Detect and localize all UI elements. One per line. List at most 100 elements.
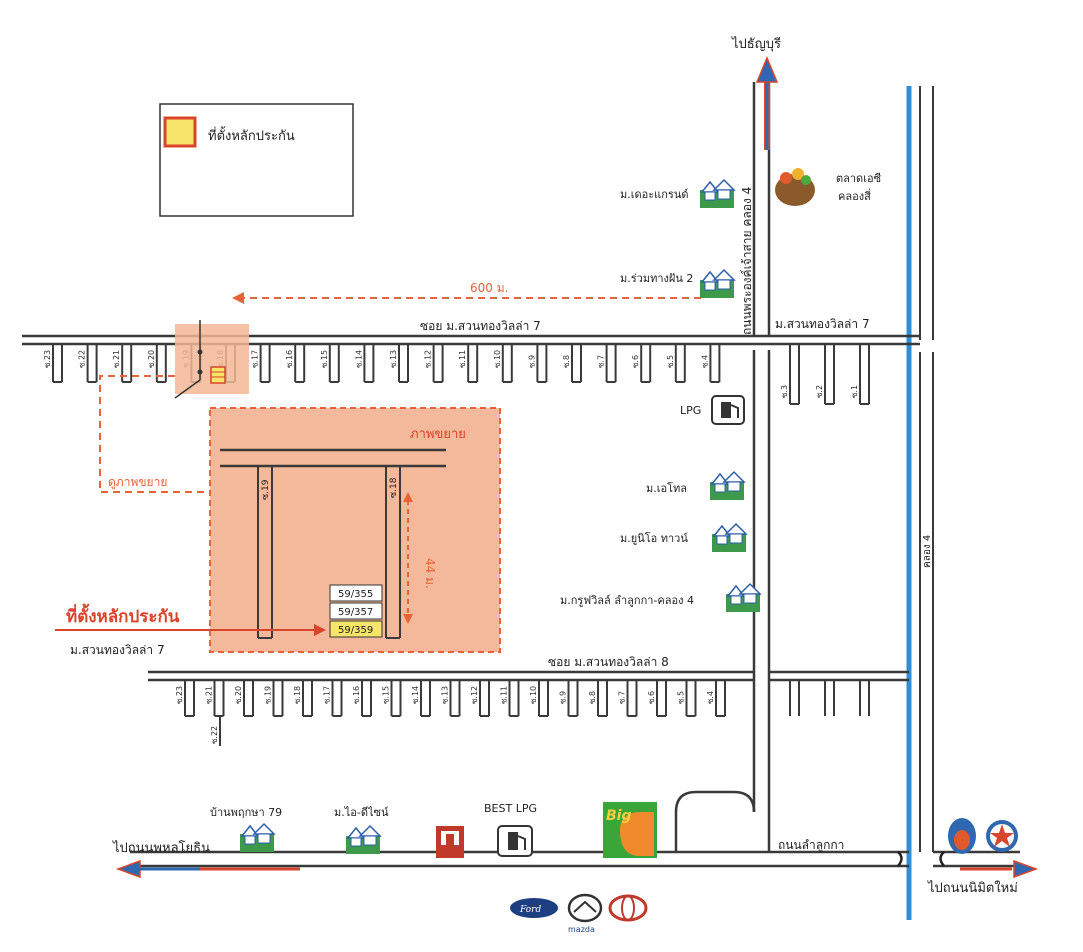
house-plot [329,602,383,620]
soi-lane: ซ.19 [264,680,284,717]
big-c-text: Big [606,808,632,824]
soi-lane: ซ.15 [320,344,340,383]
ptt-logo-icon [948,818,976,854]
soi-lane-label: ซ.18 [293,686,302,704]
landmark-ruam-thang: ม.ร่วมทางฝัน 2 [620,272,693,285]
brand-mazda: mazda [568,925,595,934]
house-icon-ban-pruksa [239,823,275,853]
soi-lane: ซ.22 [78,344,98,383]
house-icon-unio [711,523,747,553]
zoom-title: ภาพขยาย [410,427,466,442]
zoom-soi-right: ซ.18 [389,477,399,498]
ford-logo-icon [510,898,558,918]
house-icon-krupwill [725,583,761,613]
landmark-market-line2: คลองสี่ [838,188,871,203]
landmark-best-lpg: BEST LPG [484,802,537,815]
soi-lane: ซ.22 [210,716,221,746]
soi-lane: ซ.12 [424,344,444,383]
soi-lane: ซ.8 [562,344,582,383]
soi-lane-label: ซ.23 [175,686,184,704]
soi-lane: ซ.5 [666,344,686,383]
best-lpg-pump-icon [497,825,533,857]
house-plot [329,620,383,638]
soi-lane-label: ซ.14 [354,350,363,368]
soi-lane-label: ซ.19 [264,686,273,704]
soi-lane-label: ซ.1 [850,385,859,398]
soi-lane: ซ.21 [205,680,225,717]
soi-lane-label: ซ.22 [78,350,87,368]
west-arrow-icon [115,859,300,879]
soi-lane-label: ซ.20 [234,686,243,704]
soi-lane-label: ซ.7 [618,691,627,704]
landmark-unio: ม.ยูนิโอ ทาวน์ [620,531,688,545]
zoom-soi-left: ซ.19 [261,479,271,500]
mazda-logo-icon [567,893,603,923]
soi-lane-label: ซ.9 [527,355,536,368]
soi-8-road: ซอย ม.สวนทองวิลล่า 8 [148,655,909,682]
landmark-eden: ม.เอโทล [646,481,687,495]
zoom-link[interactable]: ดูภาพขยาย [108,475,167,490]
soi-lane: ซ.10 [529,680,549,717]
house-icon-ruam-thang [699,269,735,299]
direction-north: ไปธัญบุรี [731,36,781,52]
soi-lane-label: ซ.10 [529,686,538,704]
esso-star-icon [986,820,1018,852]
house-number: 59/359 [338,625,373,636]
north-arrow-icon [755,56,779,150]
soi-8-label: ซอย ม.สวนทองวิลล่า 8 [548,655,669,669]
soi-lane: ซ.13 [389,344,409,383]
soi-lane-label: ซ.5 [666,355,675,368]
house-icon-idesign [345,825,381,855]
soi-lane: ซ.9 [527,344,548,383]
north-road-label: ถนนพระองค์เจ้าสาย คลอง 4 [740,187,754,335]
soi-lane: ซ.17 [323,680,343,717]
soi-lane-label: ซ.23 [43,350,52,368]
soi-lane-label: ซ.12 [424,350,433,368]
soi-lane-label: ซ.15 [382,686,391,704]
direction-east: ไปถนนนิมิตใหม่ [927,880,1018,896]
soi-lane: ซ.9 [559,680,579,717]
toyota-logo-icon [608,894,648,922]
soi-7-label: ซอย ม.สวนทองวิลล่า 7 [420,319,541,333]
subject-arrow: ที่ตั้งหลักประกัน ม.สวนทองวิลล่า 7 [55,603,326,657]
house-icon-the-grand [699,179,735,209]
legend-label: ที่ตั้งหลักประกัน [208,126,295,144]
soi-lane-label: ซ.7 [597,355,606,368]
landmark-ban-pruksa: บ้านพฤกษา 79 [210,806,282,819]
soi-row-2-east [789,680,870,716]
soi-lane: ซ.20 [234,680,254,717]
house-number: 59/355 [338,589,373,600]
subject-area [174,320,249,399]
soi-lane: ซ.23 [43,344,63,383]
soi-lane-label: ซ.10 [493,350,502,368]
soi-lane-label: ซ.4 [700,355,709,368]
soi-lane: ซ.5 [677,680,697,717]
soi-lane-label: ซ.8 [588,691,597,704]
soi-lane-label: ซ.17 [323,686,332,704]
soi-lane: ซ.4 [706,680,726,717]
soi-lane: ซ.23 [175,680,195,717]
soi-lane: ซ.14 [354,344,375,383]
main-road-label: ถนนลำลูกกา [778,838,844,853]
soi-lane: ซ.1 [850,344,870,405]
soi-lane: ซ.15 [382,680,402,717]
legend: ที่ตั้งหลักประกัน [159,103,354,217]
soi-lane: ซ.16 [285,344,306,383]
soi-lane: ซ.17 [251,344,271,383]
soi-lane-label: ซ.22 [210,726,219,744]
big-c-logo: Big [603,802,657,858]
brand-toyota: Toyota [642,928,646,931]
soi-lane-label: ซ.17 [251,350,260,368]
east-arrow-icon [960,859,1039,879]
soi-lane-label: ซ.5 [677,691,686,704]
soi-lane: ซ.12 [470,680,490,717]
distance-44-label: 44 ม. [423,558,437,589]
soi-lane-label: ซ.13 [441,686,450,704]
soi-lane-label: ซ.2 [815,385,824,398]
landmark-lpg: LPG [680,404,701,417]
soi-lane-label: ซ.14 [411,686,420,704]
soi-lane: ซ.2 [815,344,835,405]
